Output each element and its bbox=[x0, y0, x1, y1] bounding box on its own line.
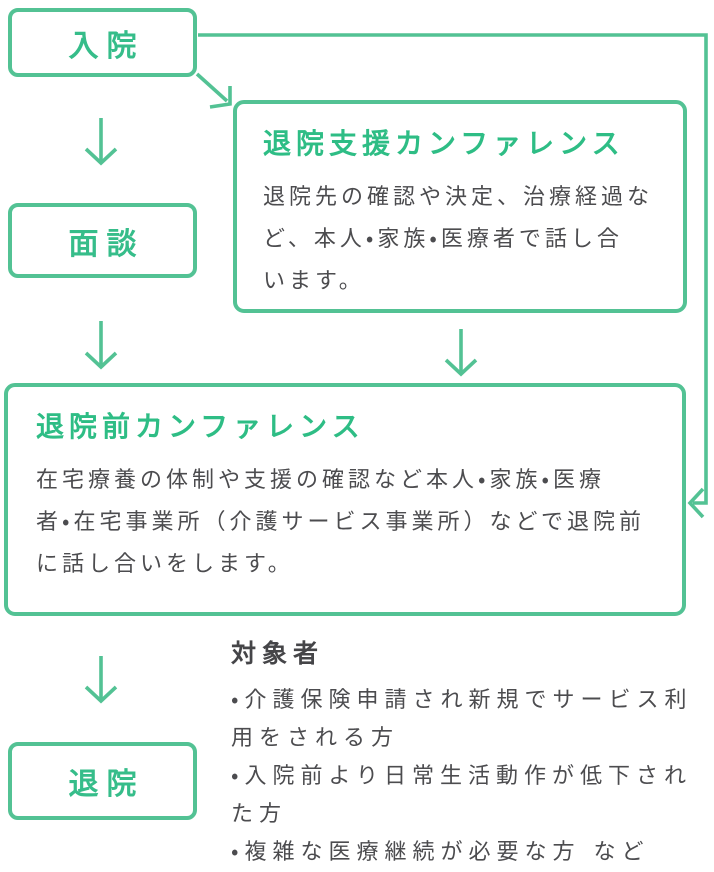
arrow-support-to-pre-conference bbox=[444, 329, 478, 377]
interview-label: 面談 bbox=[68, 226, 145, 262]
admission-label: 入院 bbox=[68, 28, 145, 64]
interview-box: 面談 bbox=[8, 203, 197, 278]
target-audience-list: ・介護保険申請され新規でサービス利 用をされる方 ・入院前より日常生活動作が低下… bbox=[231, 682, 713, 872]
arrow-admission-to-interview bbox=[84, 118, 118, 166]
support-conference-box: 退院支援カンファレンス 退院先の確認や決定、治療経過な ど、本人・家族・医療者で… bbox=[233, 100, 687, 313]
target-audience-heading: 対象者 bbox=[231, 639, 325, 668]
arrow-interview-to-pre-conference bbox=[84, 321, 118, 370]
pre-discharge-conference-box: 退院前カンファレンス 在宅療養の体制や支援の確認など本人・家族・医療 者・在宅事… bbox=[4, 383, 686, 616]
target-audience-section: 対象者 ・介護保険申請され新規でサービス利 用をされる方 ・入院前より日常生活動… bbox=[231, 638, 713, 872]
pre-discharge-conference-description: 在宅療養の体制や支援の確認など本人・家族・医療 者・在宅事業所（介護サービス事業… bbox=[36, 468, 646, 577]
admission-box: 入院 bbox=[8, 8, 197, 77]
arrow-admission-to-support-conference bbox=[195, 72, 232, 109]
arrow-pre-conference-to-discharge bbox=[84, 656, 118, 704]
pre-discharge-conference-title: 退院前カンファレンス bbox=[36, 410, 365, 443]
target-audience-item: ・介護保険申請され新規でサービス利 用をされる方 bbox=[231, 688, 693, 751]
support-conference-title: 退院支援カンファレンス bbox=[263, 127, 625, 160]
discharge-label: 退院 bbox=[68, 767, 145, 802]
target-audience-item: ・複雑な医療継続が必要な方 など bbox=[231, 840, 650, 865]
discharge-box: 退院 bbox=[8, 742, 197, 820]
support-conference-description: 退院先の確認や決定、治療経過な ど、本人・家族・医療者で話し合 います。 bbox=[263, 185, 654, 294]
target-audience-item: ・入院前より日常生活動作が低下され た方 bbox=[231, 764, 693, 827]
